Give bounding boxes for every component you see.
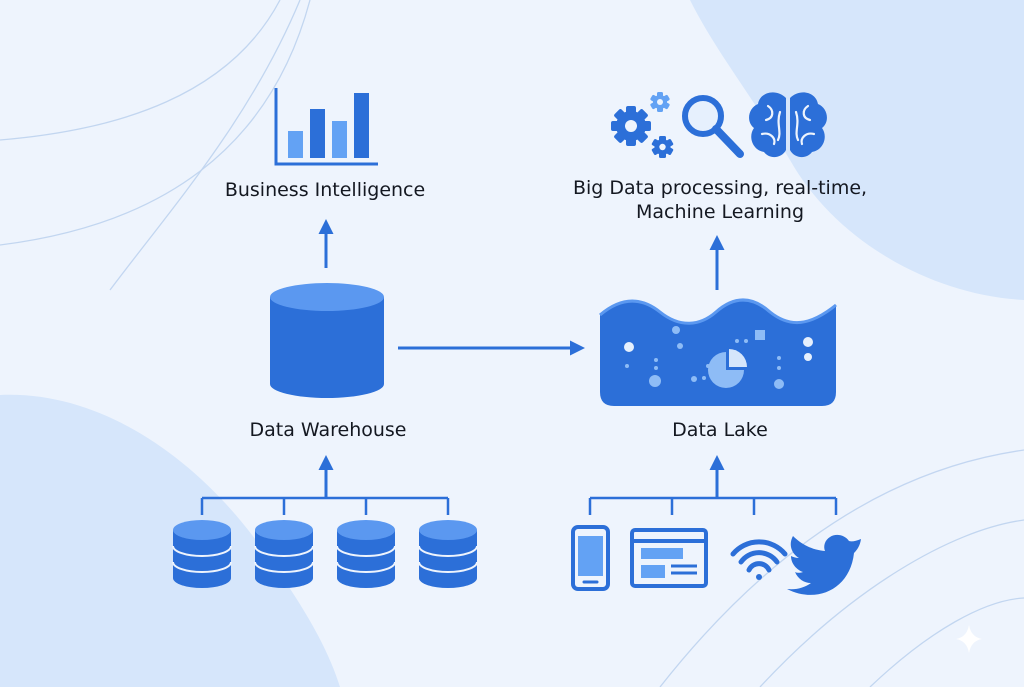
- database-stack-icon: [254, 520, 314, 588]
- gears-icon: [611, 92, 674, 158]
- background-blob-bottom-left: [0, 394, 340, 687]
- big-data-label: Big Data processing, real-time, Machine …: [560, 176, 880, 224]
- database-stack-icon: [336, 520, 396, 588]
- lake-source-connector: [588, 496, 838, 515]
- smartphone-icon: [571, 525, 610, 591]
- brain-icon: [749, 92, 827, 158]
- arrows: [318, 219, 725, 498]
- web-page-icon: [630, 528, 708, 588]
- background-blob-top-right: [690, 0, 1024, 300]
- data-lake-water-icon: [599, 298, 837, 406]
- big-data-label-line2: Machine Learning: [635, 201, 805, 223]
- data-warehouse-label: Data Warehouse: [249, 419, 407, 441]
- database-stack-icon: [418, 520, 478, 588]
- database-cylinder-icon: [270, 283, 384, 398]
- data-lake-label: Data Lake: [672, 419, 768, 441]
- pie-chart-glyph: [708, 349, 747, 388]
- bird-icon: [787, 534, 861, 595]
- warehouse-source-connector: [200, 496, 450, 515]
- bar-chart-icon: [274, 88, 378, 166]
- business-intelligence-label: Business Intelligence: [224, 179, 426, 201]
- sparkle-icon: [956, 625, 982, 653]
- wifi-icon: [730, 539, 788, 580]
- database-stack-icon: [172, 520, 232, 588]
- magnifier-icon: [682, 95, 744, 158]
- big-data-label-line1: Big Data processing, real-time,: [572, 177, 868, 199]
